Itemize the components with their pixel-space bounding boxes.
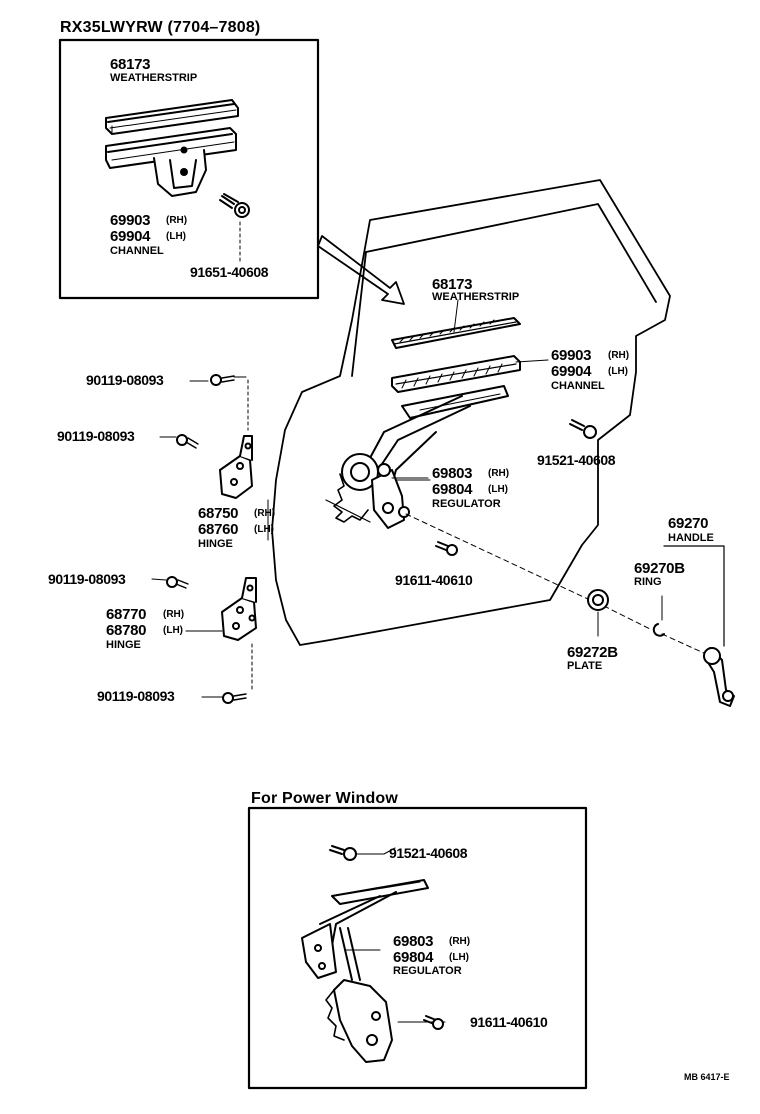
handle-part: 69270 [668,515,709,532]
inset-channel-lh: (LH) [166,231,186,242]
lower-hinge-name: HINGE [106,639,141,651]
bolt-3-part: 90119-08093 [48,571,126,587]
pw-regulator-rh: (RH) [449,936,471,947]
main-weatherstrip-drawing [391,299,521,349]
lower-hinge-drawing [221,577,257,691]
ring-drawing [652,595,665,637]
handle-name: HANDLE [668,532,714,544]
inset-bolt-drawing [219,193,250,265]
bolt-3-drawing [166,576,189,589]
pw-bolt-regulator-part: 91611-40610 [470,1014,548,1030]
bolt-2-drawing [176,434,199,449]
pw-bolt-channel-drawing [329,845,357,861]
ring-part: 69270B [634,560,685,577]
inset-weatherstrip-name: WEATHERSTRIP [110,72,198,84]
inset-weatherstrip-part: 68173 [110,56,151,73]
pw-regulator-name: REGULATOR [393,965,462,977]
main-regulator-lh: (LH) [488,484,508,495]
main-bolt-regulator-part: 91611-40610 [395,572,473,588]
handle-drawing [663,545,735,707]
upper-hinge-name: HINGE [198,538,233,550]
upper-hinge-rh: (RH) [254,508,276,519]
main-bolt-channel-drawing [569,419,597,439]
plate-drawing [587,589,609,637]
main-regulator-part-rh: 69803 [432,465,473,482]
main-regulator-part-lh: 69804 [432,481,473,498]
main-channel-name: CHANNEL [551,380,605,392]
main-channel-rh: (RH) [608,350,630,361]
plate-part: 69272B [567,644,618,661]
inset-top-frame [58,38,320,300]
upper-hinge-lh: (LH) [254,524,274,535]
pw-regulator-part-lh: 69804 [393,949,434,966]
main-channel-part-rh: 69903 [551,347,592,364]
lower-hinge-rh: (RH) [163,609,185,620]
inset-channel-rh: (RH) [166,215,188,226]
inset-channel-name: CHANNEL [110,245,164,257]
lower-hinge-lh: (LH) [163,625,183,636]
main-weatherstrip-part: 68173 [432,276,473,293]
main-weatherstrip-name: WEATHERSTRIP [432,291,520,303]
plate-name: PLATE [567,660,603,672]
power-window-title: For Power Window [251,790,399,807]
main-bolt-regulator-drawing [435,541,458,556]
main-regulator-drawing [325,385,509,529]
main-channel-part-lh: 69904 [551,363,592,380]
pw-regulator-part-rh: 69803 [393,933,434,950]
bolt-4-part: 90119-08093 [97,688,175,704]
diagram-title: RX35LWYRW (7704–7808) [60,19,261,36]
ring-name: RING [634,576,662,588]
pw-regulator-drawing [301,879,429,1063]
inset-channel-drawing [105,127,237,197]
inset-bolt-part: 91651-40608 [190,264,269,280]
pw-bolt-regulator-drawing [423,1015,444,1030]
door-outline [271,179,671,646]
inset-channel-part-rh: 69903 [110,212,151,229]
main-bolt-channel-part: 91521-40608 [537,452,616,468]
lower-hinge-part-rh: 68770 [106,606,147,623]
inset-channel-part-lh: 69904 [110,228,151,245]
leader-lines [151,380,446,1023]
bolt-1-part: 90119-08093 [86,372,164,388]
main-channel-drawing [391,355,549,393]
power-window-frame [247,806,588,1090]
lower-hinge-part-lh: 68780 [106,622,147,639]
main-channel-lh: (LH) [608,366,628,377]
pw-regulator-lh: (LH) [449,952,469,963]
main-regulator-name: REGULATOR [432,498,501,510]
pw-bolt-channel-part: 91521-40608 [389,845,468,861]
main-regulator-rh: (RH) [488,468,510,479]
upper-hinge-drawing [219,379,253,499]
upper-hinge-part-lh: 68760 [198,521,239,538]
upper-hinge-part-rh: 68750 [198,505,239,522]
bolt-2-part: 90119-08093 [57,428,135,444]
handle-axis-line [405,513,707,655]
inset-weatherstrip-drawing [105,99,239,135]
bolt-1-drawing [210,374,247,386]
footer-code: MB 6417-E [684,1072,730,1082]
bolt-4-drawing [222,692,247,704]
